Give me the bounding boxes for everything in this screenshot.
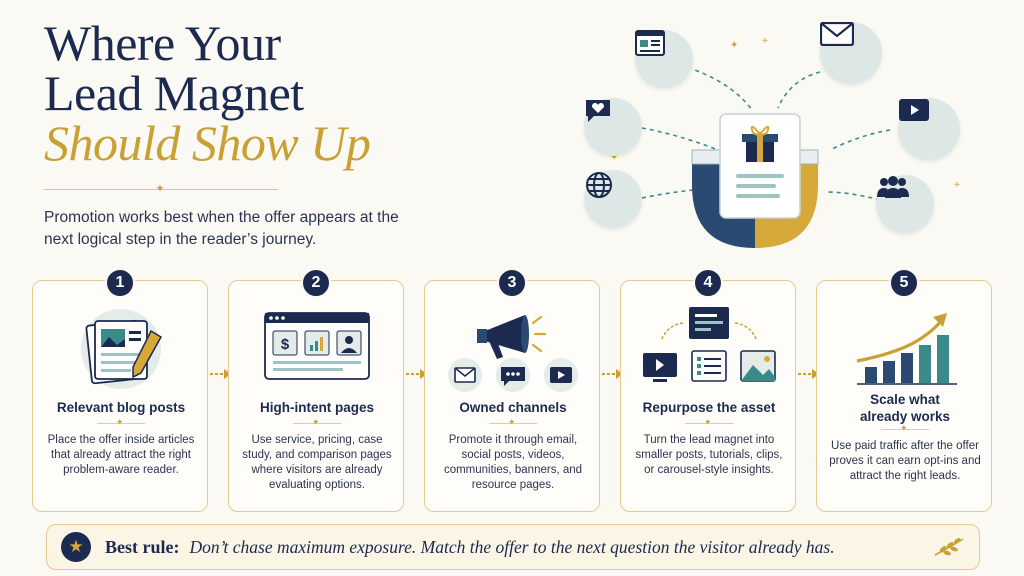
step-number-4: 4 bbox=[693, 268, 723, 298]
repurpose-icon bbox=[621, 301, 797, 397]
star-icon: ★ bbox=[61, 532, 91, 562]
step-card-1: Relevant blog posts Place the offer insi… bbox=[32, 280, 208, 512]
title-block: Where Your Lead Magnet Should Show Up bbox=[44, 18, 464, 168]
svg-text:✦: ✦ bbox=[610, 152, 618, 163]
step-card-4: Repurpose the asset Turn the lead magnet… bbox=[620, 280, 796, 512]
step-desc-3: Promote it through email, social posts, … bbox=[443, 434, 583, 491]
step-divider-1 bbox=[97, 417, 145, 428]
title-line-1: Where Your bbox=[44, 15, 281, 71]
step-title-3: Owned channels bbox=[459, 400, 567, 415]
arrow-right-icon bbox=[602, 369, 623, 379]
community-icon bbox=[876, 175, 934, 233]
step-number-1: 1 bbox=[105, 268, 135, 298]
step-title-4: Repurpose the asset bbox=[642, 400, 776, 415]
hero-illustration: ✦ + + ✦ bbox=[580, 10, 980, 260]
best-rule-label: Best rule: bbox=[105, 536, 180, 557]
steps-row: Relevant blog posts Place the offer insi… bbox=[32, 268, 992, 515]
step-desc-5: Use paid traffic after the offer proves … bbox=[829, 440, 981, 482]
subtitle: Promotion works best when the offer appe… bbox=[44, 209, 399, 248]
arrow-right-icon bbox=[210, 369, 231, 379]
title-line-2: Lead Magnet bbox=[44, 65, 304, 121]
step-divider-4 bbox=[685, 417, 733, 428]
svg-text:$: $ bbox=[281, 336, 290, 353]
step-desc-1: Place the offer inside articles that alr… bbox=[47, 434, 195, 476]
title-divider: ✦ bbox=[44, 184, 278, 195]
arrow-right-icon bbox=[406, 369, 427, 379]
step-number-2: 2 bbox=[301, 268, 331, 298]
step-desc-2: Use service, pricing, case study, and co… bbox=[242, 434, 392, 491]
globe-icon bbox=[584, 170, 642, 228]
growth-chart-icon bbox=[817, 301, 993, 397]
email-icon bbox=[820, 22, 882, 84]
megaphone-icon bbox=[425, 301, 601, 397]
blog-post-icon bbox=[33, 301, 209, 397]
step-title-1: Relevant blog posts bbox=[56, 400, 186, 415]
webpage-icon bbox=[635, 30, 693, 88]
step-number-5: 5 bbox=[889, 268, 919, 298]
step-card-2: $ High-intent pages Use service, pricing… bbox=[228, 280, 404, 512]
step-card-3: Owned channels Promote it through email,… bbox=[424, 280, 600, 512]
arrow-right-icon bbox=[798, 369, 819, 379]
laurel-sprig-icon bbox=[934, 538, 964, 556]
step-number-3: 3 bbox=[497, 268, 527, 298]
svg-text:✦: ✦ bbox=[730, 40, 738, 51]
step-divider-5 bbox=[881, 423, 929, 434]
title-line-3: Should Show Up bbox=[44, 115, 371, 171]
best-rule-bar: ★ Best rule: Don’t chase maximum exposur… bbox=[46, 524, 980, 570]
svg-text:+: + bbox=[954, 180, 960, 191]
step-title-5: Scale what already works bbox=[859, 392, 951, 424]
step-card-5: Scale what already works Use paid traffi… bbox=[816, 280, 992, 512]
svg-text:+: + bbox=[762, 36, 768, 47]
sparkle-icon: ✦ bbox=[155, 183, 165, 195]
step-divider-3 bbox=[489, 417, 537, 428]
webpage-analytics-icon: $ bbox=[229, 301, 405, 397]
hero-connectors: ✦ + + ✦ bbox=[610, 36, 960, 248]
step-divider-2 bbox=[293, 417, 341, 428]
step-title-2: High-intent pages bbox=[260, 400, 374, 415]
best-rule-text: Don’t chase maximum exposure. Match the … bbox=[189, 536, 835, 557]
heart-chat-icon bbox=[584, 98, 642, 156]
step-desc-4: Turn the lead magnet into smaller posts,… bbox=[635, 434, 783, 476]
video-icon bbox=[898, 98, 960, 160]
